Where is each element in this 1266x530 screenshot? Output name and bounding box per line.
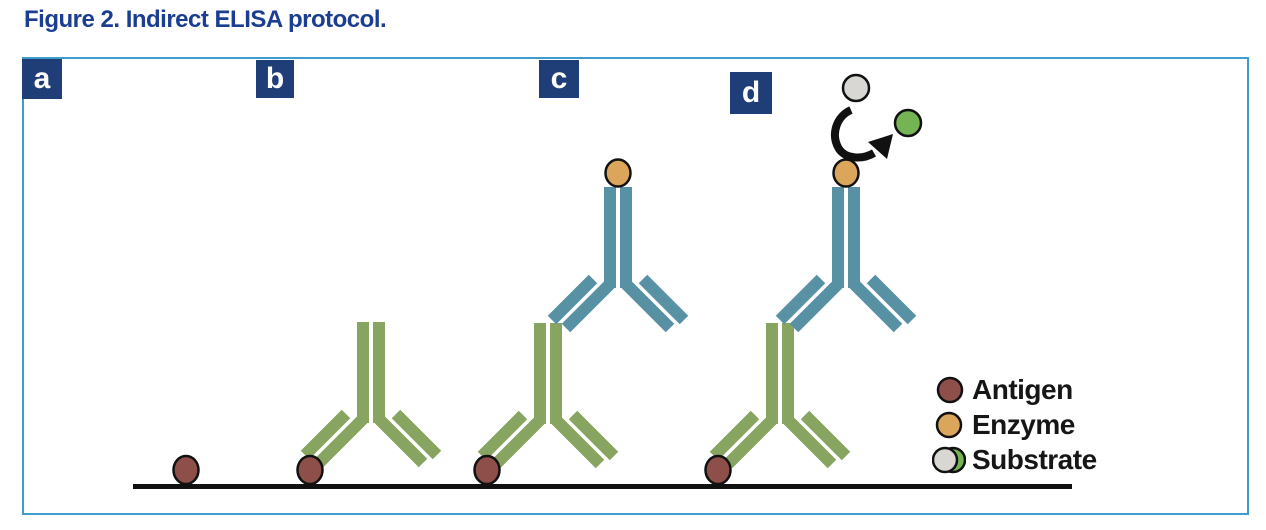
primary-antibody-icon — [482, 323, 614, 464]
primary-antibody-icon — [305, 322, 437, 463]
panel-label-a: a — [22, 59, 62, 99]
panel-label-b: b — [256, 60, 294, 98]
legend-item-antigen: Antigen — [932, 372, 1097, 407]
figure-title: Figure 2. Indirect ELISA protocol. — [24, 6, 387, 33]
legend-item-substrate: Substrate — [932, 442, 1097, 477]
legend: Antigen Enzyme Substrate — [932, 372, 1097, 477]
legend-item-label: Enzyme — [972, 408, 1075, 440]
primary-antibody-icon — [714, 323, 846, 464]
conversion-arrow-icon — [831, 106, 877, 162]
panel-label-a-text: a — [33, 62, 51, 95]
panel-label-c: c — [539, 60, 579, 98]
panel-label-c-text: c — [550, 62, 568, 95]
panel-label-b-text: b — [265, 62, 285, 95]
product-icon — [893, 108, 923, 138]
legend-item-label: Substrate — [972, 443, 1097, 475]
enzyme-icon — [604, 158, 632, 188]
antigen-icon — [296, 454, 324, 486]
antigen-icon — [172, 454, 200, 486]
enzyme-icon — [832, 158, 860, 188]
legend-item-label: Antigen — [972, 373, 1073, 405]
legend-antigen-swatch-icon — [936, 376, 964, 403]
conversion-arrowhead-icon — [868, 134, 893, 159]
antigen-icon — [704, 454, 732, 486]
legend-item-enzyme: Enzyme — [932, 407, 1097, 442]
legend-enzyme-swatch-icon — [935, 411, 963, 438]
panel-label-d: d — [730, 72, 772, 114]
substrate-icon — [841, 73, 871, 103]
panel-label-d-text: d — [741, 76, 761, 109]
secondary-antibody-icon — [552, 187, 684, 328]
legend-substrate-swatch-icon — [932, 446, 966, 473]
antigen-icon — [473, 454, 501, 486]
secondary-antibody-icon — [780, 187, 912, 328]
plate-surface-line — [133, 484, 1072, 489]
